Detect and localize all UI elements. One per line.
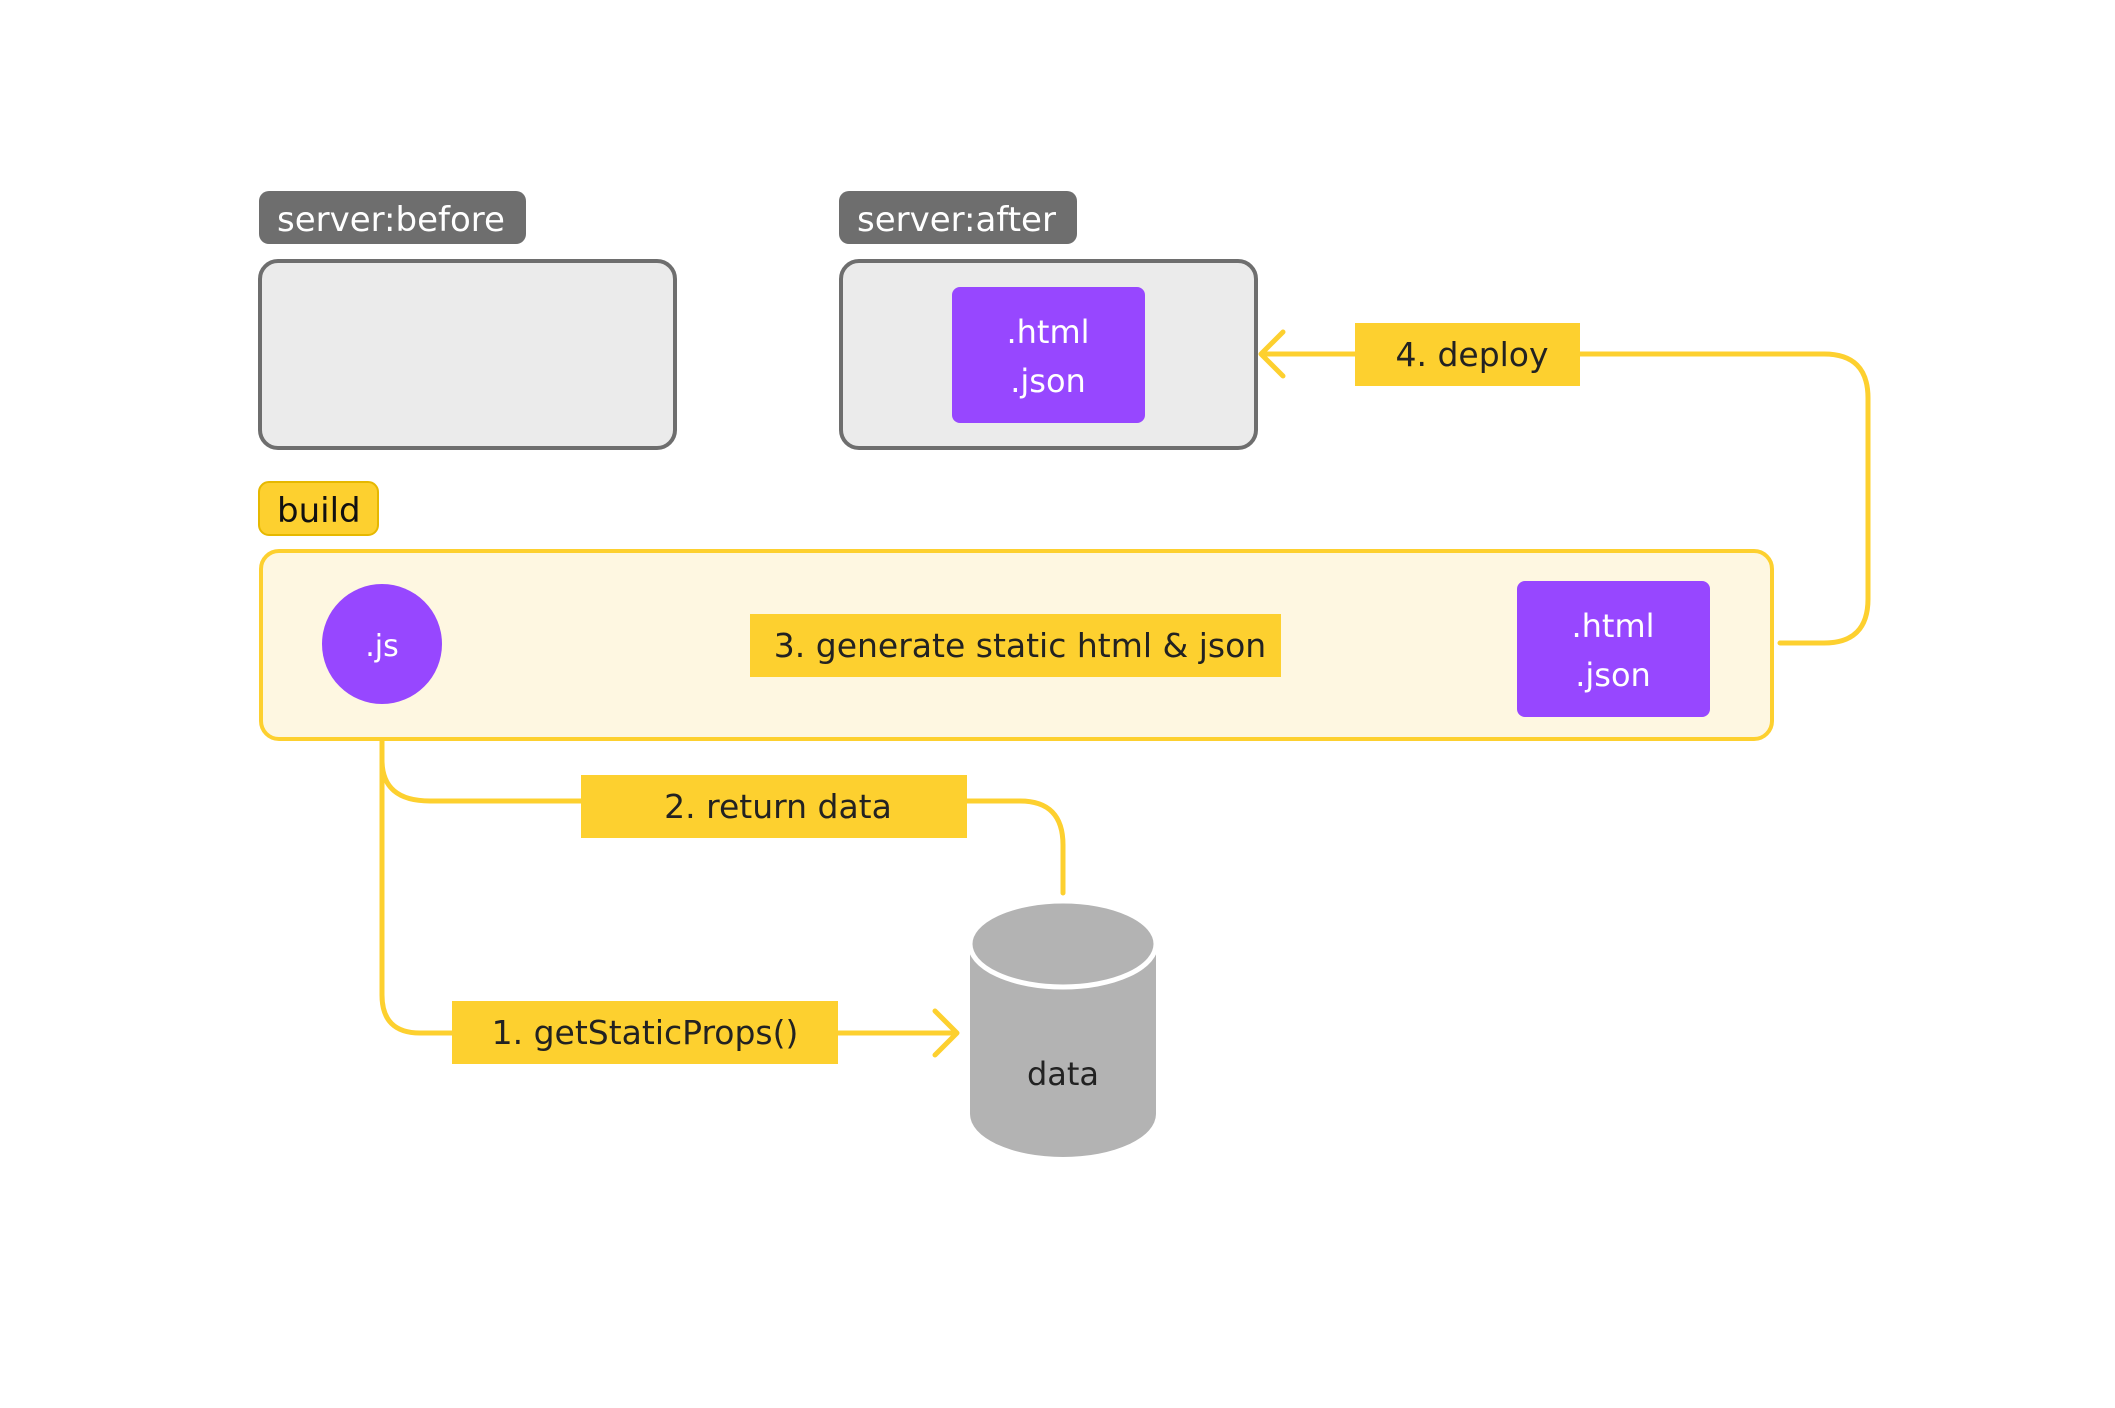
build-output-file: .html .json — [1517, 581, 1710, 717]
build-label-bg — [258, 481, 379, 536]
step-4-label: 4. deploy — [1395, 335, 1548, 374]
server-before-label-bg — [259, 191, 526, 244]
step-1-bg — [452, 1001, 838, 1064]
server-file-block — [952, 287, 1145, 423]
build-file-html: .html — [1571, 607, 1654, 645]
step-1-label: 1. getStaticProps() — [492, 1013, 799, 1052]
build-label: build — [277, 491, 361, 531]
arrow-get-static-props — [379, 715, 958, 1036]
js-node: .js — [322, 584, 442, 704]
step-3-label: 3. generate static html & json — [774, 626, 1266, 665]
server-file-html: .html — [1006, 313, 1089, 351]
server-after-label: server:after — [857, 200, 1056, 240]
server-before-group: server:before — [258, 191, 677, 450]
server-file-json: .json — [1010, 362, 1086, 400]
step-2-label: 2. return data — [664, 787, 892, 826]
js-circle — [322, 584, 442, 704]
server-after-label-bg — [839, 191, 1077, 244]
arrow-return-data — [379, 757, 1066, 896]
build-file-json: .json — [1575, 656, 1651, 694]
js-label: .js — [365, 629, 399, 664]
database-label: data — [1027, 1055, 1099, 1093]
step-4-bg — [1355, 323, 1580, 386]
server-before-label: server:before — [277, 200, 505, 240]
database-icon: data — [967, 898, 1159, 1157]
arrow-deploy — [1262, 351, 1871, 646]
server-before-box — [258, 259, 677, 450]
step-3-bg — [750, 614, 1281, 677]
build-file-block — [1517, 581, 1710, 717]
server-after-group: server:after .html .json — [839, 191, 1258, 450]
arrowhead-get-static-props — [932, 1008, 960, 1058]
arrowhead-deploy — [1258, 329, 1286, 379]
step-labels: 1. getStaticProps() 2. return data 3. ge… — [452, 323, 1580, 1064]
step-2-bg — [581, 775, 967, 838]
database-body — [970, 944, 1156, 1157]
database-top — [967, 898, 1159, 990]
